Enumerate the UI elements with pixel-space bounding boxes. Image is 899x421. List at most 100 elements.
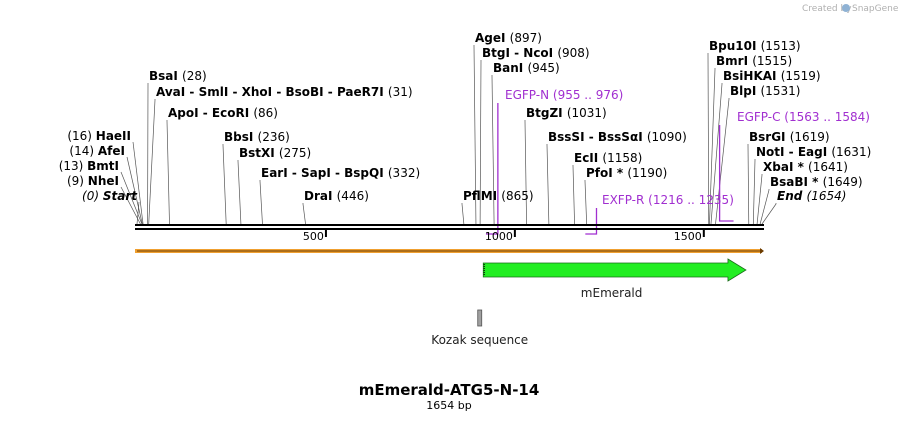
site-label-end: End (1654) [777,189,846,203]
site-label-drai: DraI (446) [304,189,369,203]
leader-nhei [120,186,141,225]
site-name-bstxi: BstXI [239,146,279,160]
leader-btgzi [524,120,527,225]
site-label-bmti: (13) BmtI [59,159,119,173]
site-name-blpi: BlpI [730,84,761,98]
site-position-btgzi: (1031) [567,106,607,120]
site-position-bmri: (1515) [752,54,792,68]
site-name-bpu10i: Bpu10I [709,39,761,53]
credit-brand: SnapGene [852,4,899,14]
site-name-drai: DraI [304,189,337,203]
ruler-ticks: 500 1000 1500 [303,229,705,243]
site-name-apoi-ecori: ApoI - EcoRI [168,106,253,120]
primer-label-egfp-c: EGFP-C (1563 .. 1584) [737,110,870,124]
primer-bracket-egfp-c [718,125,734,222]
site-position-blpi: (1531) [761,84,801,98]
primer-name-egfp-n: EGFP-N [505,88,553,102]
cut-site-leaders [120,45,777,225]
site-position-drai: (446) [337,189,369,203]
tick-label-500: 500 [303,230,324,243]
site-name-start: Start [103,189,138,203]
site-position-eari-sapi-bspqi: (332) [388,166,420,180]
primer-name-egfp-c: EGFP-C [737,110,784,124]
site-label-bani: BanI (945) [493,61,560,75]
site-position-bpu10i: (1513) [761,39,801,53]
site-name-agei: AgeI [475,31,510,45]
site-name-ecii: EcII [574,151,602,165]
site-position-bsai: (28) [182,69,207,83]
site-position-afei: (14) [69,144,97,158]
backbone-top-strand [135,224,764,226]
site-position-bsssi-bsss-i: (1090) [647,130,687,144]
leader-bmri [709,68,716,225]
primer-label-exfp-r: EXFP-R (1216 .. 1235) [602,193,734,207]
site-position-pflmi: (865) [501,189,533,203]
leader-eari-sapi-bspqi [259,180,263,225]
leader-ecii [572,165,575,225]
site-position-avai-smli-xhoi-bsobi-paer7i: (31) [388,85,413,99]
leader-haeii [132,141,144,225]
leader-drai [302,203,306,225]
site-label-pflmi: PflMI (865) [463,189,534,203]
site-name-bsihkai: BsiHKAI [723,69,781,83]
primer-range-egfp-n: (955 .. 976) [553,88,623,102]
feature-label-memerald: mEmerald [581,286,643,300]
site-name-bmti: BmtI [87,159,119,173]
site-name-pfoi: PfoI * [586,166,627,180]
site-position-start: (0) [82,189,103,203]
site-position-bstxi: (275) [279,146,311,160]
leader-bstxi [237,160,242,225]
site-position-bbsi: (236) [258,130,290,144]
feature-memerald-arrow [482,258,747,282]
site-name-noti-eagi: NotI - EagI [756,145,831,159]
primer-name-exfp-r: EXFP-R [602,193,648,207]
leader-pflmi [461,203,465,225]
site-name-btgzi: BtgZI [526,106,567,120]
leader-bsabi [759,189,770,225]
site-label-noti-eagi: NotI - EagI (1631) [756,145,871,159]
cut-site-labels: (0) Start(9) NheI(13) BmtI(14) AfeI(16) … [59,31,872,203]
site-position-bsihkai: (1519) [781,69,821,83]
site-position-bani: (945) [527,61,559,75]
leader-pfoi [584,180,588,225]
site-name-btgi-ncoi: BtgI - NcoI [482,46,557,60]
site-label-btgzi: BtgZI (1031) [526,106,607,120]
site-name-eari-sapi-bspqi: EarI - SapI - BspQI [261,166,388,180]
site-position-ecii: (1158) [602,151,642,165]
orf-arrowhead-icon [760,248,764,254]
primer-bracket-exfp-r [585,208,598,235]
site-name-end: End [777,189,807,203]
site-position-btgi-ncoi: (908) [557,46,589,60]
primer-annotations: EGFP-N (955 .. 976) EXFP-R (1216 .. 1235)… [485,88,870,235]
leader-agei [473,45,477,225]
tick-label-1500: 1500 [674,230,702,243]
site-label-bpu10i: Bpu10I (1513) [709,39,801,53]
map-length: 1654 bp [426,399,471,412]
site-label-bsssi-bsss-i: BssSI - BssSαI (1090) [548,130,687,144]
leader-bsrgi [747,144,750,225]
site-label-agei: AgeI (897) [475,31,542,45]
site-label-bstxi: BstXI (275) [239,146,311,160]
leader-bbsi [222,144,227,225]
site-name-pflmi: PflMI [463,189,501,203]
site-label-apoi-ecori: ApoI - EcoRI (86) [168,106,278,120]
leader-end [761,203,777,225]
leader-bani [491,75,495,225]
site-label-blpi: BlpI (1531) [730,84,800,98]
site-name-bmri: BmrI [716,54,752,68]
site-label-bbsi: BbsI (236) [224,130,290,144]
leader-apoi-ecori [166,120,170,225]
site-label-ecii: EcII (1158) [574,151,642,165]
leader-bpu10i [707,53,710,225]
backbone-bottom-strand [135,228,764,230]
site-position-noti-eagi: (1631) [831,145,871,159]
site-name-xbai: XbaI * [763,160,808,174]
site-name-afei: AfeI [98,144,125,158]
primer-label-egfp-n: EGFP-N (955 .. 976) [505,88,623,102]
site-label-start: (0) Start [82,189,138,203]
tick-label-1000: 1000 [485,230,513,243]
site-label-pfoi: PfoI * (1190) [586,166,667,180]
site-name-nhei: NheI [88,174,119,188]
